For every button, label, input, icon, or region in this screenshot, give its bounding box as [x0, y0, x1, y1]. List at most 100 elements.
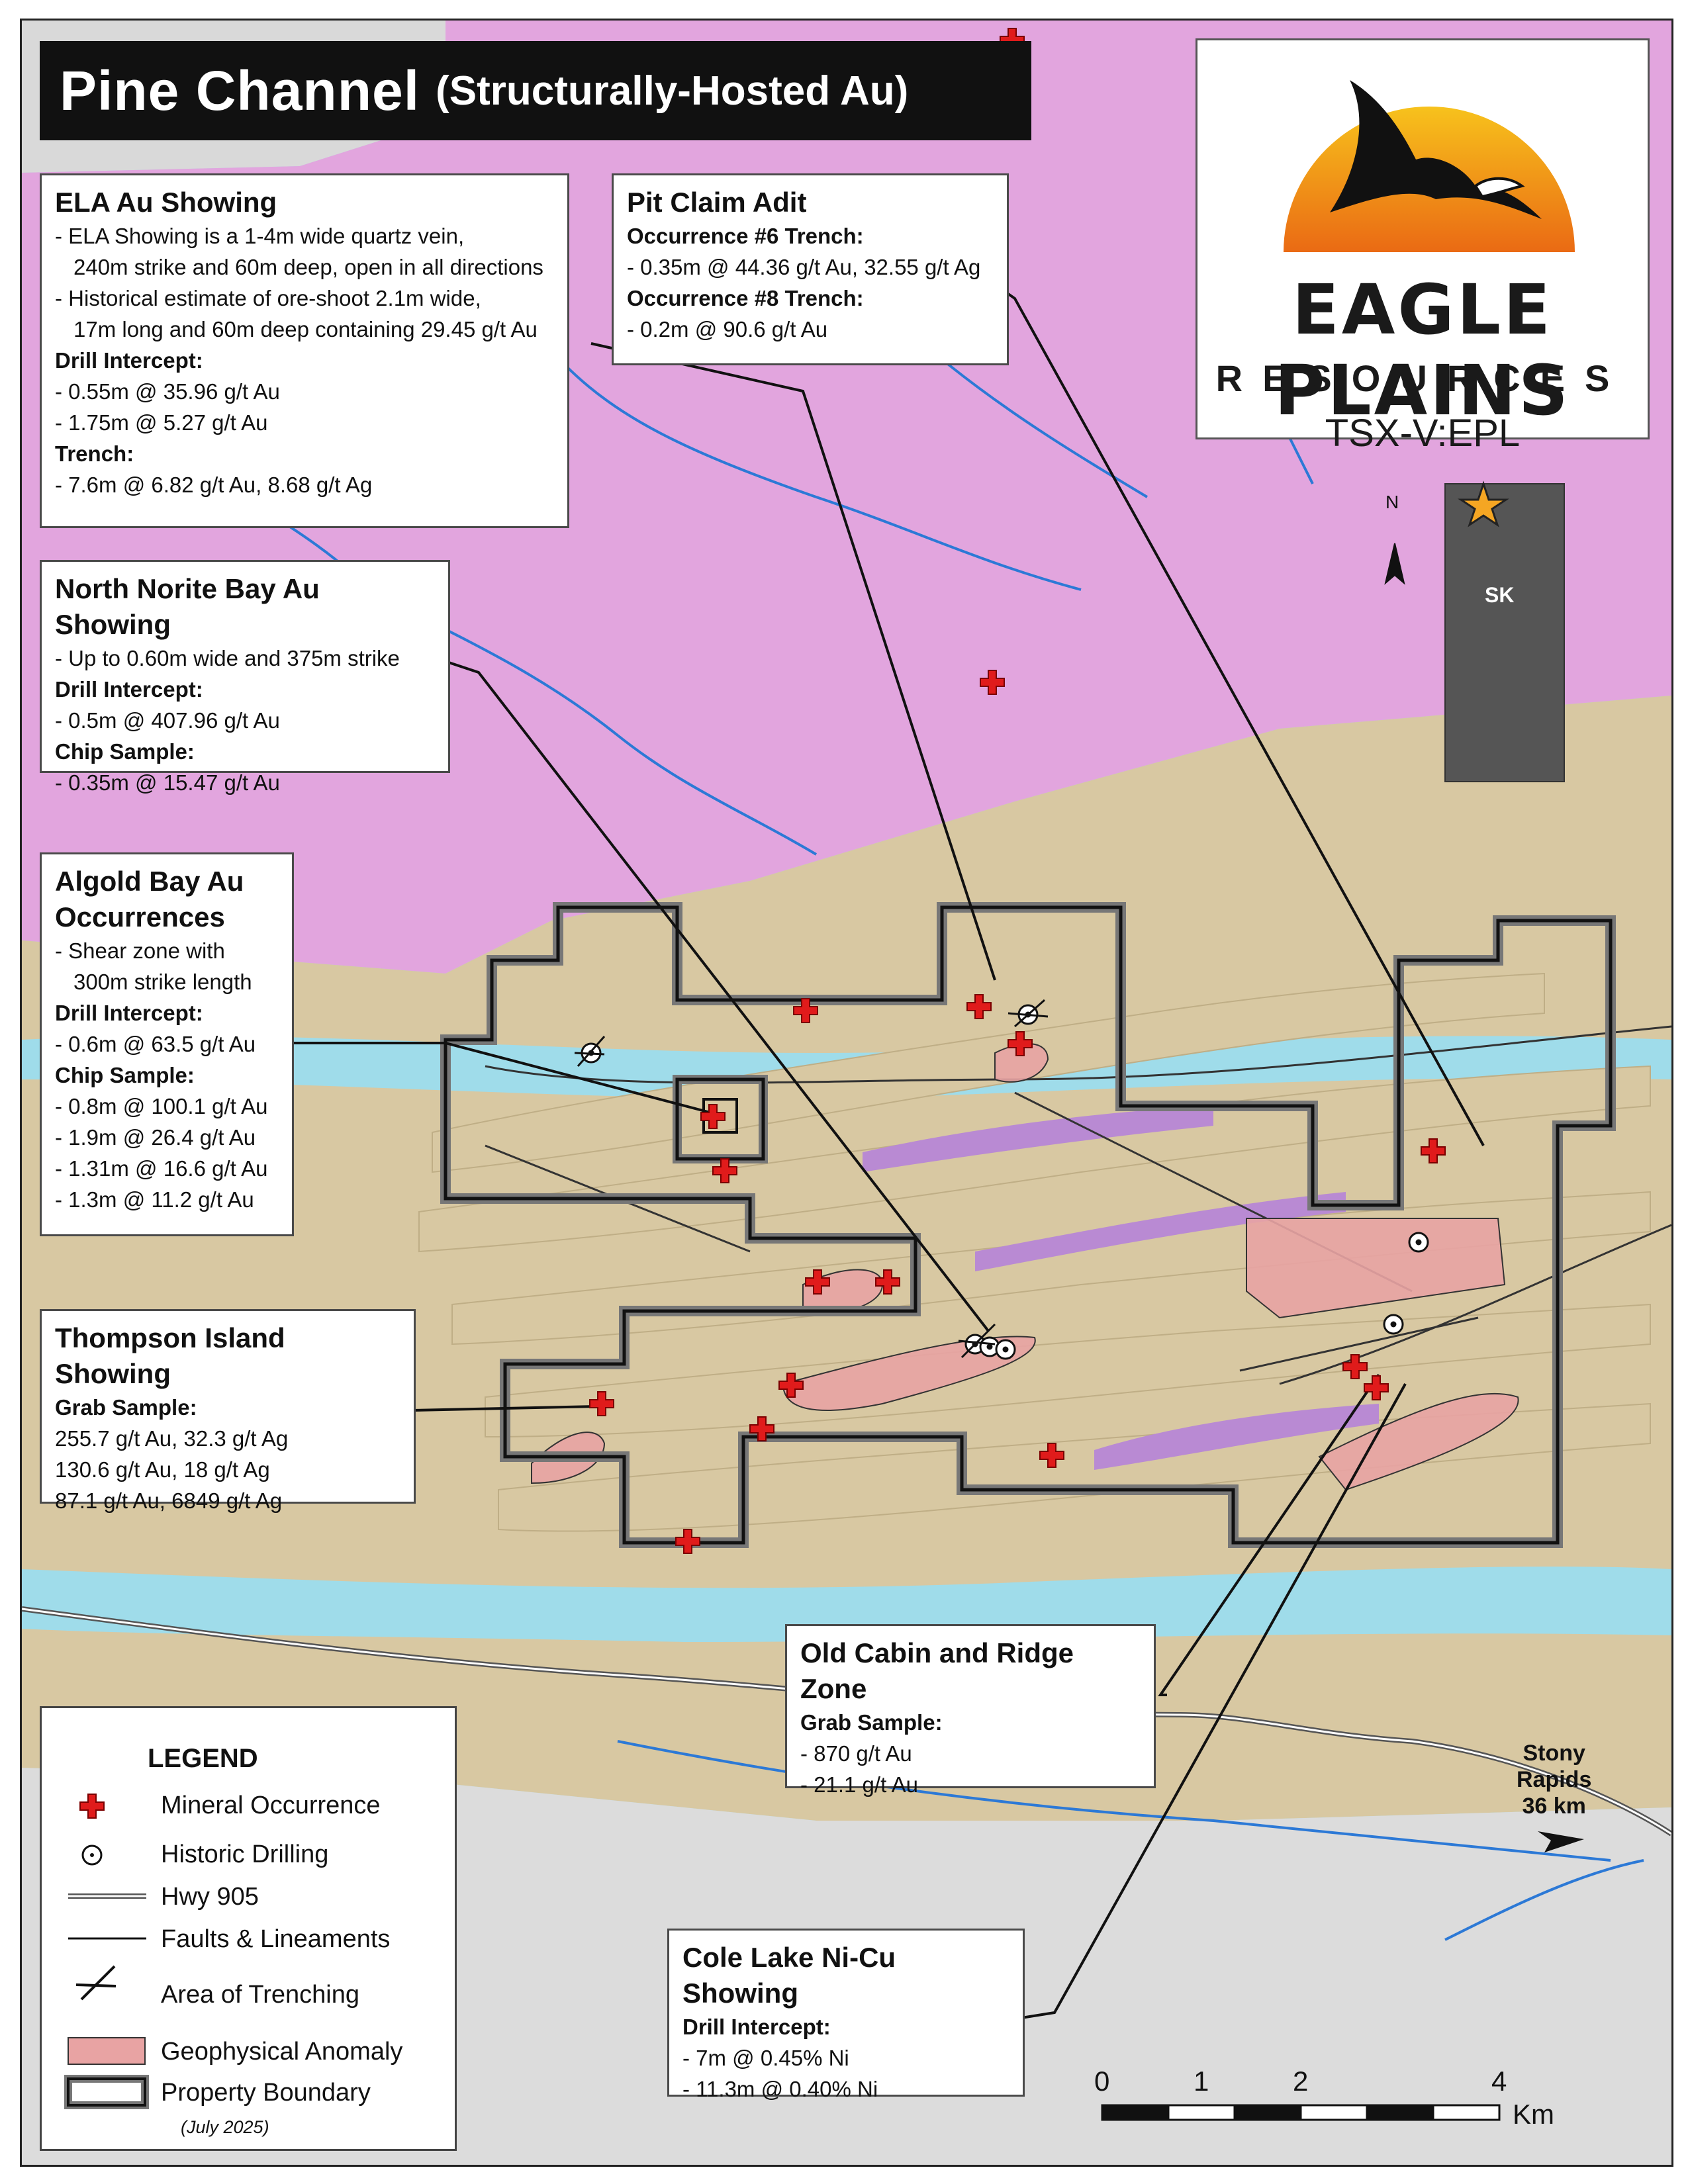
callout-line: - 870 g/t Au [800, 1741, 912, 1766]
callout-heading: Chip Sample: [55, 1063, 195, 1087]
callout-cole-lake[interactable]: Cole Lake Ni-Cu Showing Drill Intercept:… [667, 1929, 1025, 2101]
legend-title: LEGEND [148, 1744, 258, 1773]
callout-line: - Shear zone with [55, 938, 225, 963]
callout-line: - 0.8m @ 100.1 g/t Au [55, 1094, 268, 1118]
callout-line: - 11.3m @ 0.40% Ni [682, 2077, 878, 2101]
callout-heading: Drill Intercept: [55, 348, 203, 373]
mineral-occurrence-marker [980, 670, 1005, 695]
mineral-occurrence-marker [966, 994, 992, 1019]
scale-tick-0: 0 [1094, 2066, 1110, 2097]
mineral-occurrence-marker [1039, 1443, 1064, 1468]
callout-title: ELA Au Showing [55, 187, 277, 218]
geophysical-anomalies [531, 1043, 1519, 1491]
trenching-areas [574, 999, 1049, 1359]
callout-line: - 1.3m @ 11.2 g/t Au [55, 1187, 254, 1212]
scale-tick-4: 4 [1491, 2066, 1507, 2097]
legend-label-faults: Faults & Lineaments [161, 1925, 391, 1953]
stony-line-2: Rapids [1517, 1767, 1592, 1792]
callout-heading: Occurrence #8 Trench: [627, 286, 864, 310]
title-subtitle: (Structurally-Hosted Au) [436, 68, 909, 114]
callout-line: - 0.2m @ 90.6 g/t Au [627, 317, 828, 341]
callout-line: - Up to 0.60m wide and 375m strike [55, 646, 400, 670]
legend-label-drilling: Historic Drilling [161, 1841, 329, 1868]
callout-line: - 7.6m @ 6.82 g/t Au, 8.68 g/t Ag [55, 473, 373, 497]
scale-bar [1101, 2104, 1501, 2121]
mineral-occurrence-marker [793, 998, 818, 1023]
scale-unit: Km [1513, 2099, 1554, 2130]
callout-line: - 1.31m @ 16.6 g/t Au [55, 1156, 268, 1181]
mineral-occurrence-marker [1421, 1138, 1446, 1163]
mineral-occurrence-marker [712, 1158, 737, 1183]
mineral-occurrence-marker [1008, 1031, 1033, 1056]
callout-pit-claim-adit[interactable]: Pit Claim Adit Occurrence #6 Trench: - 0… [612, 173, 1009, 365]
stony-line-1: Stony [1523, 1741, 1585, 1766]
callout-title-2: Occurrences [55, 901, 225, 933]
water-channel-2 [22, 1567, 1671, 1642]
mineral-occurrence-icon [79, 1794, 105, 1819]
legend-label-boundary: Property Boundary [161, 2079, 371, 2107]
callout-line: - 0.35m @ 44.36 g/t Au, 32.55 g/t Ag [627, 255, 981, 279]
callout-old-cabin-ridge[interactable]: Old Cabin and Ridge Zone Grab Sample: - … [785, 1624, 1156, 1797]
mineral-occurrence-marker [875, 1269, 900, 1295]
legend-label-trenching: Area of Trenching [161, 1981, 359, 2009]
stony-rapids-label: Stony Rapids 36 km [1517, 1740, 1591, 1819]
callout-heading: Grab Sample: [800, 1710, 943, 1735]
saskatchewan-outline [1444, 483, 1565, 782]
scale-tick-2: 2 [1293, 2066, 1309, 2097]
legend: LEGEND Mineral Occurrence Historic Drill… [40, 1706, 457, 2151]
stony-rapids-arrow [1538, 1831, 1584, 1852]
callout-line: 87.1 g/t Au, 6849 g/t Ag [55, 1488, 283, 1513]
callout-heading: Drill Intercept: [55, 677, 203, 702]
company-logo: EAGLE PLAINS RESOURCES TSX-V:EPL [1196, 38, 1650, 455]
legend-label-highway: Hwy 905 [161, 1883, 259, 1911]
mineral-occurrences [589, 28, 1446, 1554]
star-marker [1458, 480, 1509, 527]
callout-title: Thompson Island Showing [55, 1322, 285, 1389]
callout-line: 240m strike and 60m deep, open in all di… [73, 255, 543, 279]
callout-line: - 1.75m @ 5.27 g/t Au [55, 410, 268, 435]
callout-line: - 0.35m @ 15.47 g/t Au [55, 770, 280, 795]
scale-tick-1: 1 [1194, 2066, 1209, 2097]
property-boundary [440, 902, 1616, 1548]
callout-heading: Chip Sample: [55, 739, 195, 764]
mineral-occurrence-marker [675, 1529, 700, 1554]
logo-company-name: EAGLE PLAINS [1274, 269, 1571, 431]
mineral-occurrence-marker [1342, 1354, 1368, 1379]
callout-line: - 0.5m @ 407.96 g/t Au [55, 708, 280, 733]
callout-thompson-island[interactable]: Thompson Island Showing Grab Sample: 255… [40, 1309, 416, 1513]
mineral-occurrence-marker [805, 1269, 830, 1295]
callout-heading: Trench: [55, 441, 134, 466]
callout-ela-au-showing[interactable]: ELA Au Showing - ELA Showing is a 1-4m w… [40, 173, 569, 528]
callout-line: - 7m @ 0.45% Ni [682, 2046, 849, 2070]
stony-line-3: 36 km [1522, 1794, 1586, 1819]
legend-date: (July 2025) [181, 2117, 269, 2137]
callout-title: North Norite Bay Au Showing [55, 573, 320, 640]
callout-algold-bay[interactable]: Algold Bay Au Occurrences - Shear zone w… [40, 852, 294, 1236]
logo-company-sub: RESOURCES [1215, 357, 1630, 399]
mineral-occurrence-marker [1364, 1375, 1389, 1400]
mineral-occurrence-marker [700, 1104, 726, 1129]
callout-heading: Occurrence #6 Trench: [627, 224, 864, 248]
geophysical-anomaly-icon [68, 2037, 146, 2065]
mineral-occurrence-marker [749, 1416, 774, 1441]
legend-symbols [64, 1794, 149, 2109]
callout-line: 300m strike length [73, 970, 252, 994]
north-arrow-icon [1384, 543, 1405, 585]
callout-heading: Drill Intercept: [55, 1001, 203, 1025]
callout-line: 17m long and 60m deep containing 29.45 g… [73, 317, 538, 341]
callout-line: - Historical estimate of ore-shoot 2.1m … [55, 286, 481, 310]
callout-north-norite-bay[interactable]: North Norite Bay Au Showing - Up to 0.60… [40, 560, 450, 795]
callout-line: 130.6 g/t Au, 18 g/t Ag [55, 1457, 270, 1482]
inset-locator [1384, 480, 1565, 782]
callout-line: - 0.6m @ 63.5 g/t Au [55, 1032, 256, 1056]
callout-line: - 21.1 g/t Au [800, 1772, 918, 1797]
callout-title: Cole Lake Ni-Cu Showing [682, 1942, 896, 2009]
legend-label-anomaly: Geophysical Anomaly [161, 2038, 403, 2066]
callout-title: Pit Claim Adit [627, 187, 807, 218]
callout-heading: Drill Intercept: [682, 2015, 831, 2039]
title-main: Pine Channel [60, 59, 420, 122]
mineral-occurrence-marker [778, 1373, 804, 1398]
eagle-sun-logo-icon [1284, 80, 1575, 252]
inset-north-label: N [1385, 492, 1399, 512]
callout-title: Algold Bay Au [55, 866, 244, 897]
